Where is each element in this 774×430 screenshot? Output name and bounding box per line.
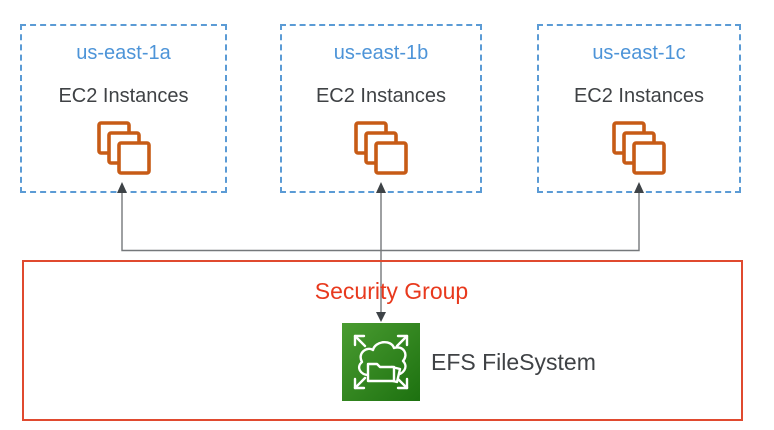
- security-group-label: Security Group: [314, 278, 469, 304]
- availability-zone-box-us-east-1c: us-east-1c EC2 Instances: [537, 24, 741, 193]
- efs-filesystem-icon: [342, 323, 420, 401]
- ec2-instances-label: EC2 Instances: [315, 85, 447, 107]
- az-label: us-east-1a: [76, 42, 171, 64]
- efs-filesystem-label: EFS FileSystem: [431, 348, 596, 375]
- ec2-instances-icon: [354, 121, 408, 175]
- availability-zone-box-us-east-1a: us-east-1a EC2 Instances: [20, 24, 227, 193]
- ec2-instances-icon: [96, 121, 151, 175]
- availability-zone-box-us-east-1b: us-east-1b EC2 Instances: [280, 24, 482, 193]
- ec2-instances-label: EC2 Instances: [58, 85, 189, 107]
- az-label: us-east-1c: [592, 42, 686, 64]
- security-group-box: Security Group: [22, 260, 743, 421]
- ec2-instances-icon: [612, 121, 666, 175]
- ec2-instances-label: EC2 Instances: [573, 85, 705, 107]
- az-label: us-east-1b: [333, 42, 429, 64]
- efs-filesystem: EFS FileSystem: [342, 323, 596, 401]
